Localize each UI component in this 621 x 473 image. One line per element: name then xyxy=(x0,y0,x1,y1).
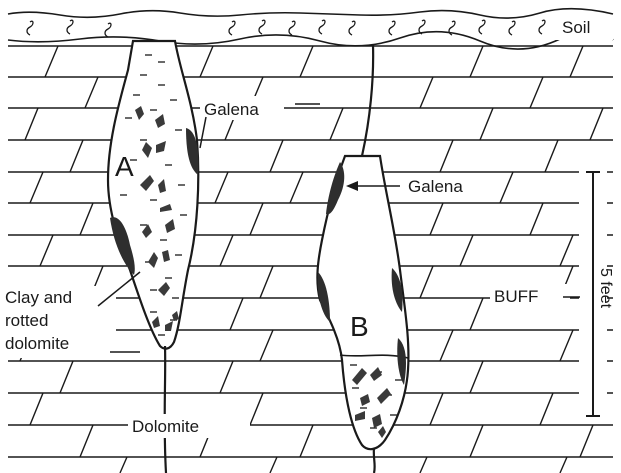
dolomite-label: Dolomite xyxy=(132,417,199,436)
bedding-planes xyxy=(8,46,613,457)
soil-layer xyxy=(8,9,613,49)
joint-lines xyxy=(20,46,603,473)
scale-label: 5 feet xyxy=(597,268,614,309)
buff-label: BUFF xyxy=(494,287,538,306)
clay-label-line2: rotted xyxy=(5,311,48,330)
label-backgrounds xyxy=(2,16,613,438)
pocket-b xyxy=(317,156,408,449)
clay-label-line3: dolomite xyxy=(5,334,69,353)
pocket-a-label: A xyxy=(115,151,134,182)
galena-label-b: Galena xyxy=(408,177,463,196)
soil-label: Soil xyxy=(562,18,590,37)
pocket-b-label: B xyxy=(350,311,369,342)
galena-label-a: Galena xyxy=(204,100,259,119)
clay-label-line1: Clay and xyxy=(5,288,72,307)
pocket-a xyxy=(108,41,199,349)
